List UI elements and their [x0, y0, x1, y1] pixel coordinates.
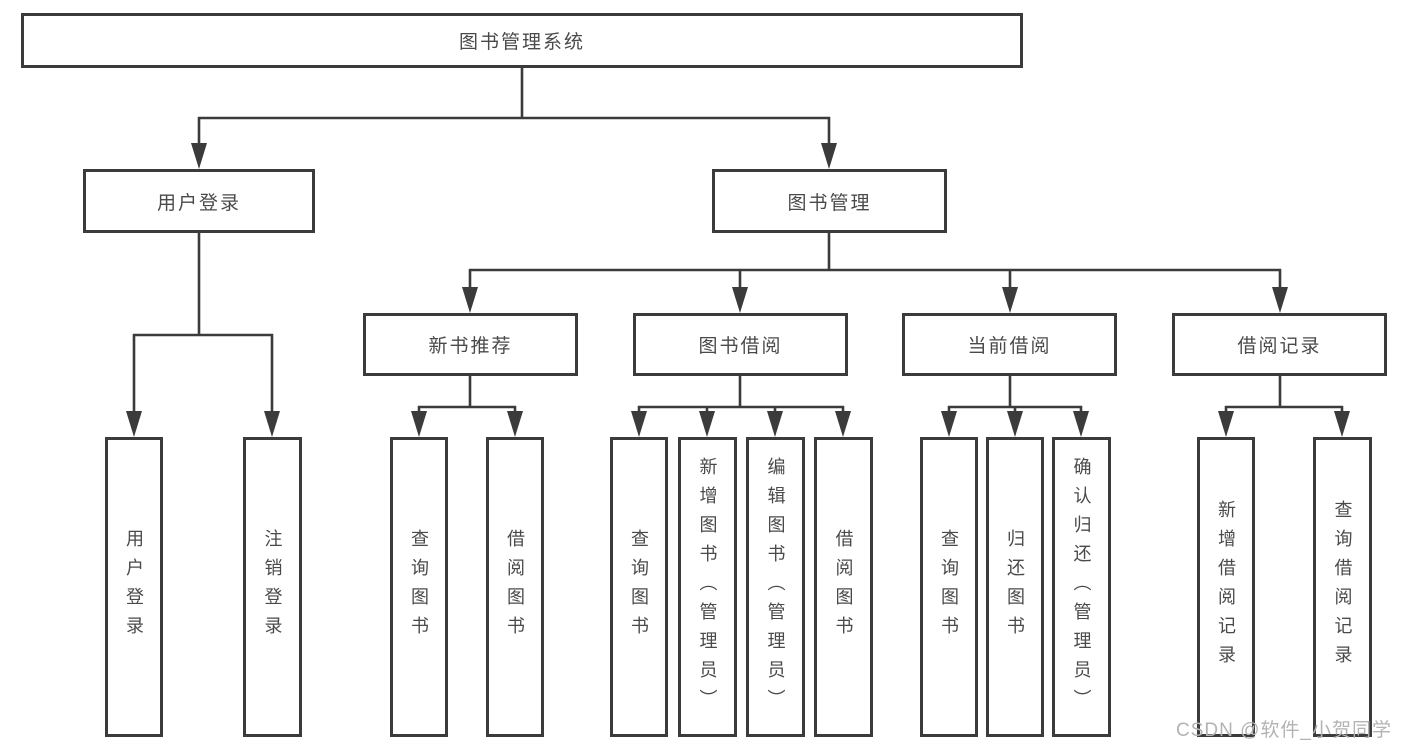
leaf-query-books: 查询图书 [920, 437, 978, 737]
node-label: 图书借阅 [698, 336, 783, 357]
leaf-confirm-return-admin: 确认归还（管理员） [1052, 437, 1111, 737]
node-borrowing-records: 借阅记录 [1172, 313, 1387, 376]
leaf-logout: 注销登录 [243, 437, 302, 737]
node-new-book-recommendation: 新书推荐 [363, 313, 578, 376]
leaf-return-book: 归还图书 [986, 437, 1044, 737]
node-label: 用户登录 [156, 192, 241, 214]
leaf-query-books: 查询图书 [390, 437, 448, 737]
node-library-management-system: 图书管理系统 [21, 13, 1023, 68]
node-label: 当前借阅 [967, 336, 1052, 357]
leaf-borrow-books: 借阅图书 [814, 437, 873, 737]
node-book-borrowing: 图书借阅 [633, 313, 848, 376]
leaf-add-borrow-record: 新增借阅记录 [1197, 437, 1255, 737]
leaf-query-borrow-record: 查询借阅记录 [1313, 437, 1372, 737]
watermark-text: CSDN @软件_小贺同学 [1176, 720, 1392, 741]
arrowheads [126, 143, 1350, 437]
leaf-borrow-books: 借阅图书 [486, 437, 544, 737]
node-label: 图书管理 [787, 192, 872, 214]
node-label: 图书管理系统 [458, 32, 585, 53]
node-book-management: 图书管理 [712, 169, 947, 233]
node-label: 新书推荐 [428, 336, 513, 357]
node-current-borrowing: 当前借阅 [902, 313, 1117, 376]
leaf-add-book-admin: 新增图书（管理员） [678, 437, 737, 737]
node-user-login: 用户登录 [83, 169, 315, 233]
node-label: 借阅记录 [1237, 336, 1322, 357]
leaf-query-books: 查询图书 [610, 437, 668, 737]
leaf-edit-book-admin: 编辑图书（管理员） [746, 437, 805, 737]
leaf-user-login: 用户登录 [105, 437, 163, 737]
